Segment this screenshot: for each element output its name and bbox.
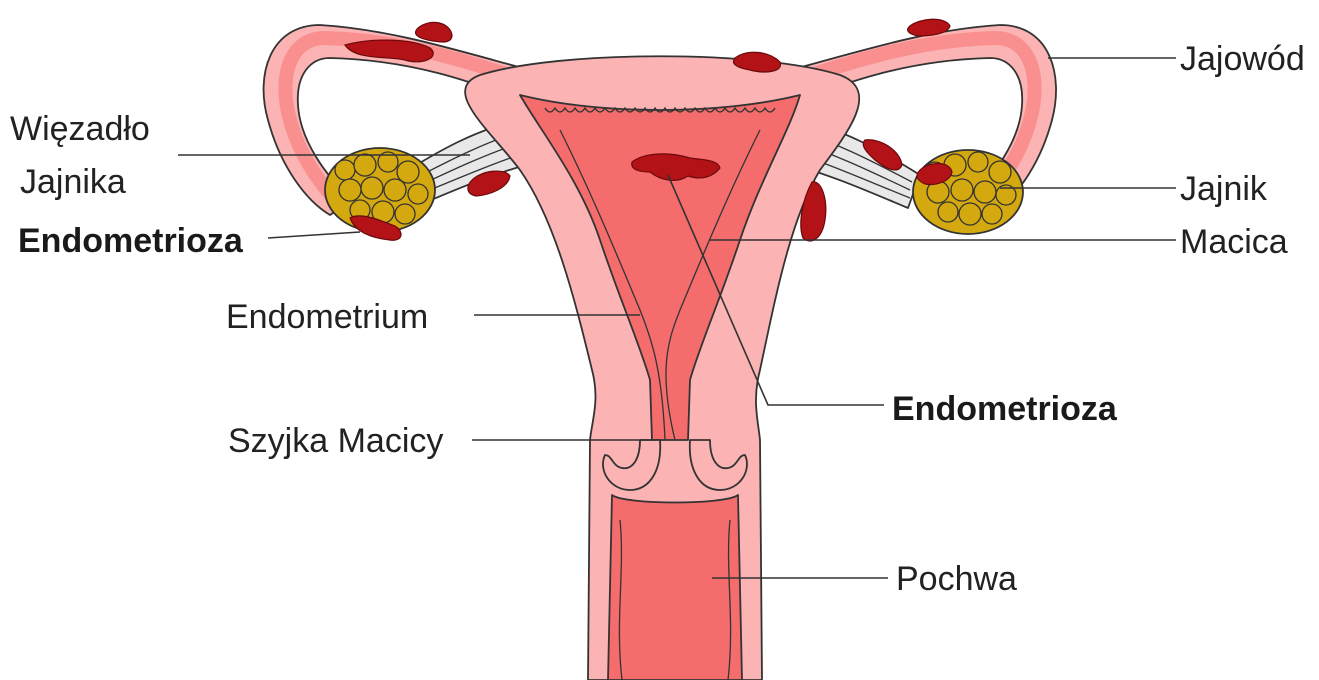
label-szyjka-macicy: Szyjka Macicy xyxy=(228,422,443,460)
label-endometrioza-left: Endometrioza xyxy=(18,222,244,260)
label-endometrium: Endometrium xyxy=(226,298,428,336)
label-macica: Macica xyxy=(1180,223,1288,261)
label-pochwa: Pochwa xyxy=(896,560,1017,598)
label-wiezadlo-line2: Jajnika xyxy=(20,163,126,201)
lesion-icon xyxy=(416,22,452,42)
vaginal-canal xyxy=(608,495,742,680)
label-endometrioza-right: Endometrioza xyxy=(892,390,1118,428)
label-jajnik: Jajnik xyxy=(1180,170,1268,208)
label-jajowod: Jajowód xyxy=(1180,40,1305,78)
ovary-right xyxy=(913,150,1023,234)
label-wiezadlo-line1: Więzadło xyxy=(10,110,150,148)
ovary-left xyxy=(325,148,435,232)
